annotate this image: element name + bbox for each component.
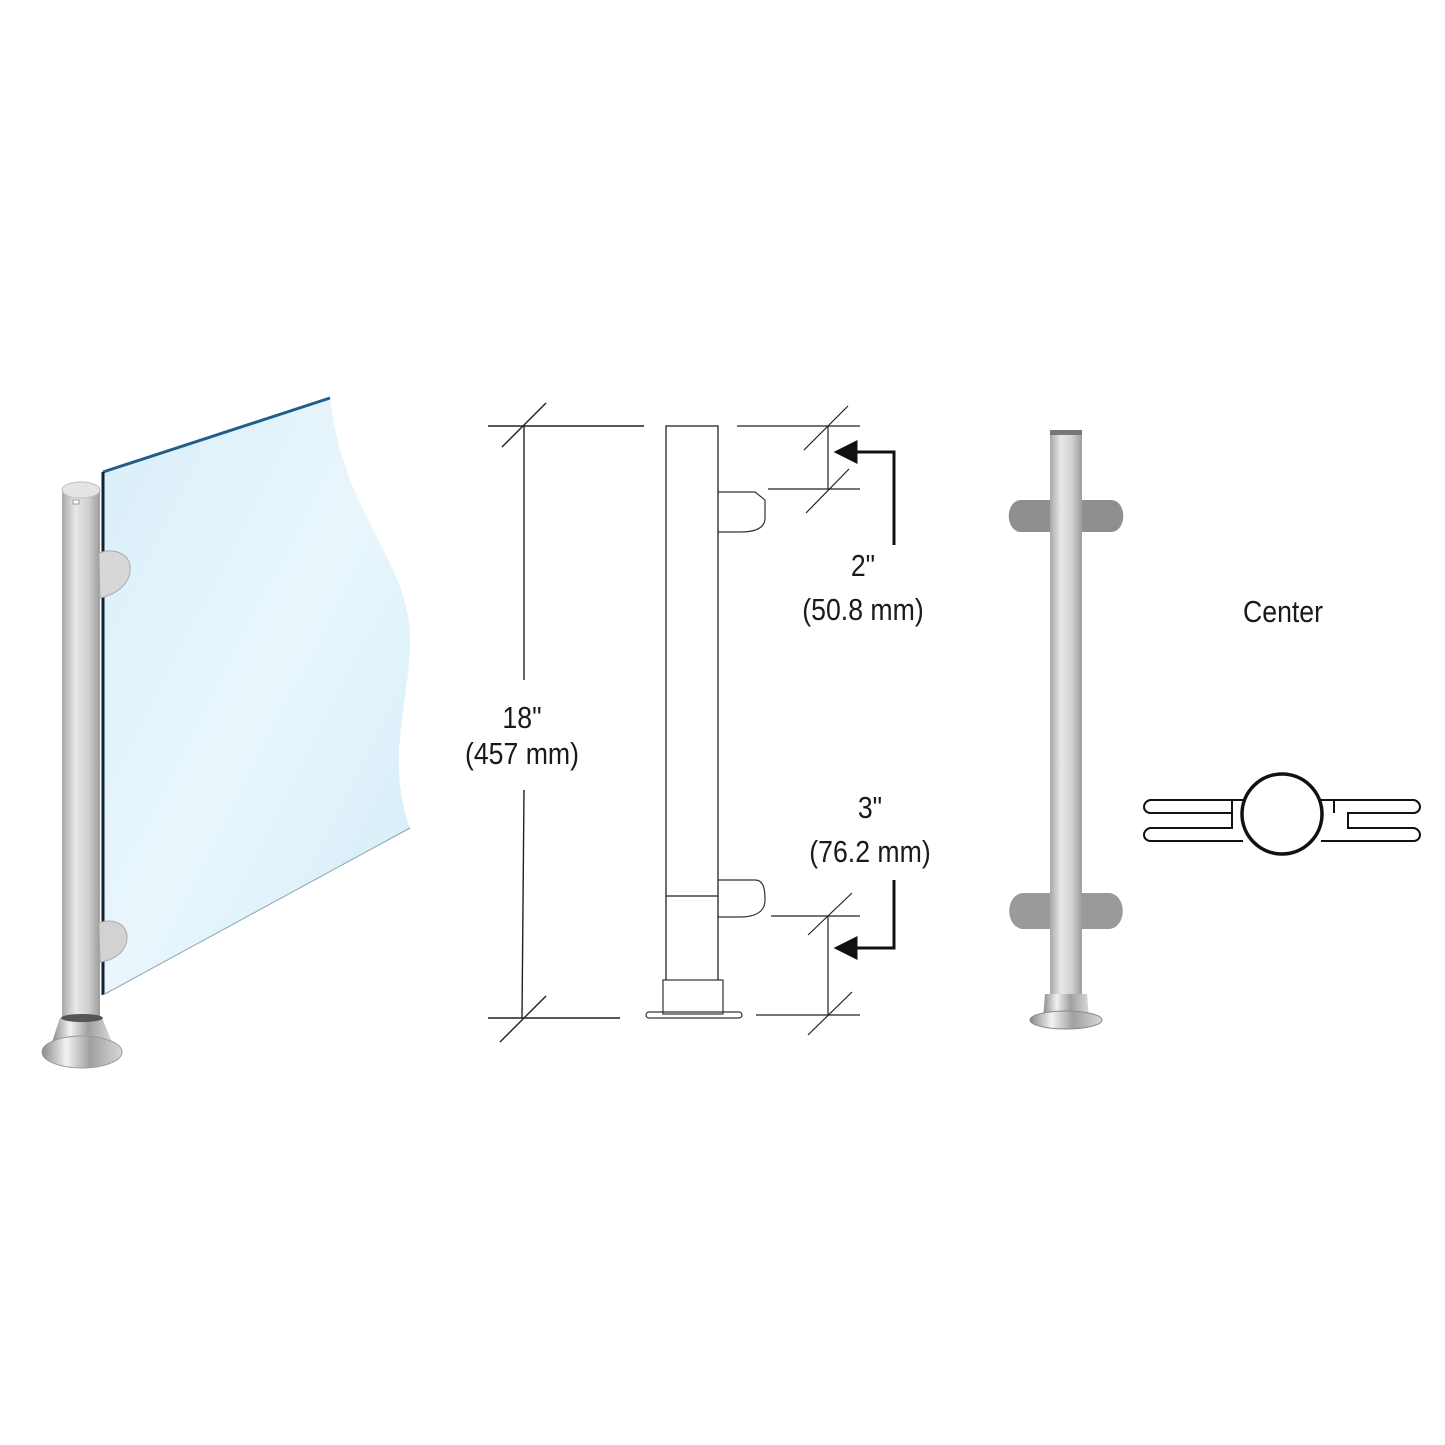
height-imperial: 18": [502, 700, 542, 735]
bottom-offset-imperial: 3": [857, 790, 883, 825]
top-offset-leader-arrow: [833, 440, 896, 545]
clamp-profile-top: [718, 491, 766, 533]
cross-section-label: Center: [1242, 594, 1324, 629]
top-offset-label: 2" (50.8 mm): [799, 548, 928, 628]
height-dimension-label: 18" (457 mm): [462, 700, 582, 772]
glass-clamp-bottom: [98, 920, 128, 963]
base-outline: [662, 979, 724, 1015]
post-front-view: [1008, 430, 1124, 1030]
clamp-wing-bottom: [1009, 893, 1050, 929]
height-dimension-line: [488, 402, 644, 1043]
product-3d-view: [41, 396, 411, 1069]
top-offset-imperial: 2": [850, 548, 876, 583]
clamp-wing-top: [1008, 500, 1050, 532]
post-base-flange: [41, 1014, 123, 1069]
bottom-offset-metric: (76.2 mm): [809, 834, 931, 869]
top-offset-dimension: [737, 405, 860, 514]
bottom-offset-leader-arrow: [833, 880, 896, 960]
height-metric: (457 mm): [464, 736, 580, 771]
bottom-offset-dimension: [756, 892, 860, 1036]
clamp-profile-bottom: [718, 879, 766, 918]
bottom-offset-label: 3" (76.2 mm): [806, 790, 935, 870]
center-cross-section: [1143, 772, 1421, 856]
post-outline: [665, 425, 719, 897]
top-offset-metric: (50.8 mm): [802, 592, 924, 627]
glass-clamp-top: [98, 550, 131, 599]
elevation-drawing: [488, 402, 896, 1043]
railing-post: [61, 481, 101, 1020]
glass-panel: [101, 396, 411, 996]
